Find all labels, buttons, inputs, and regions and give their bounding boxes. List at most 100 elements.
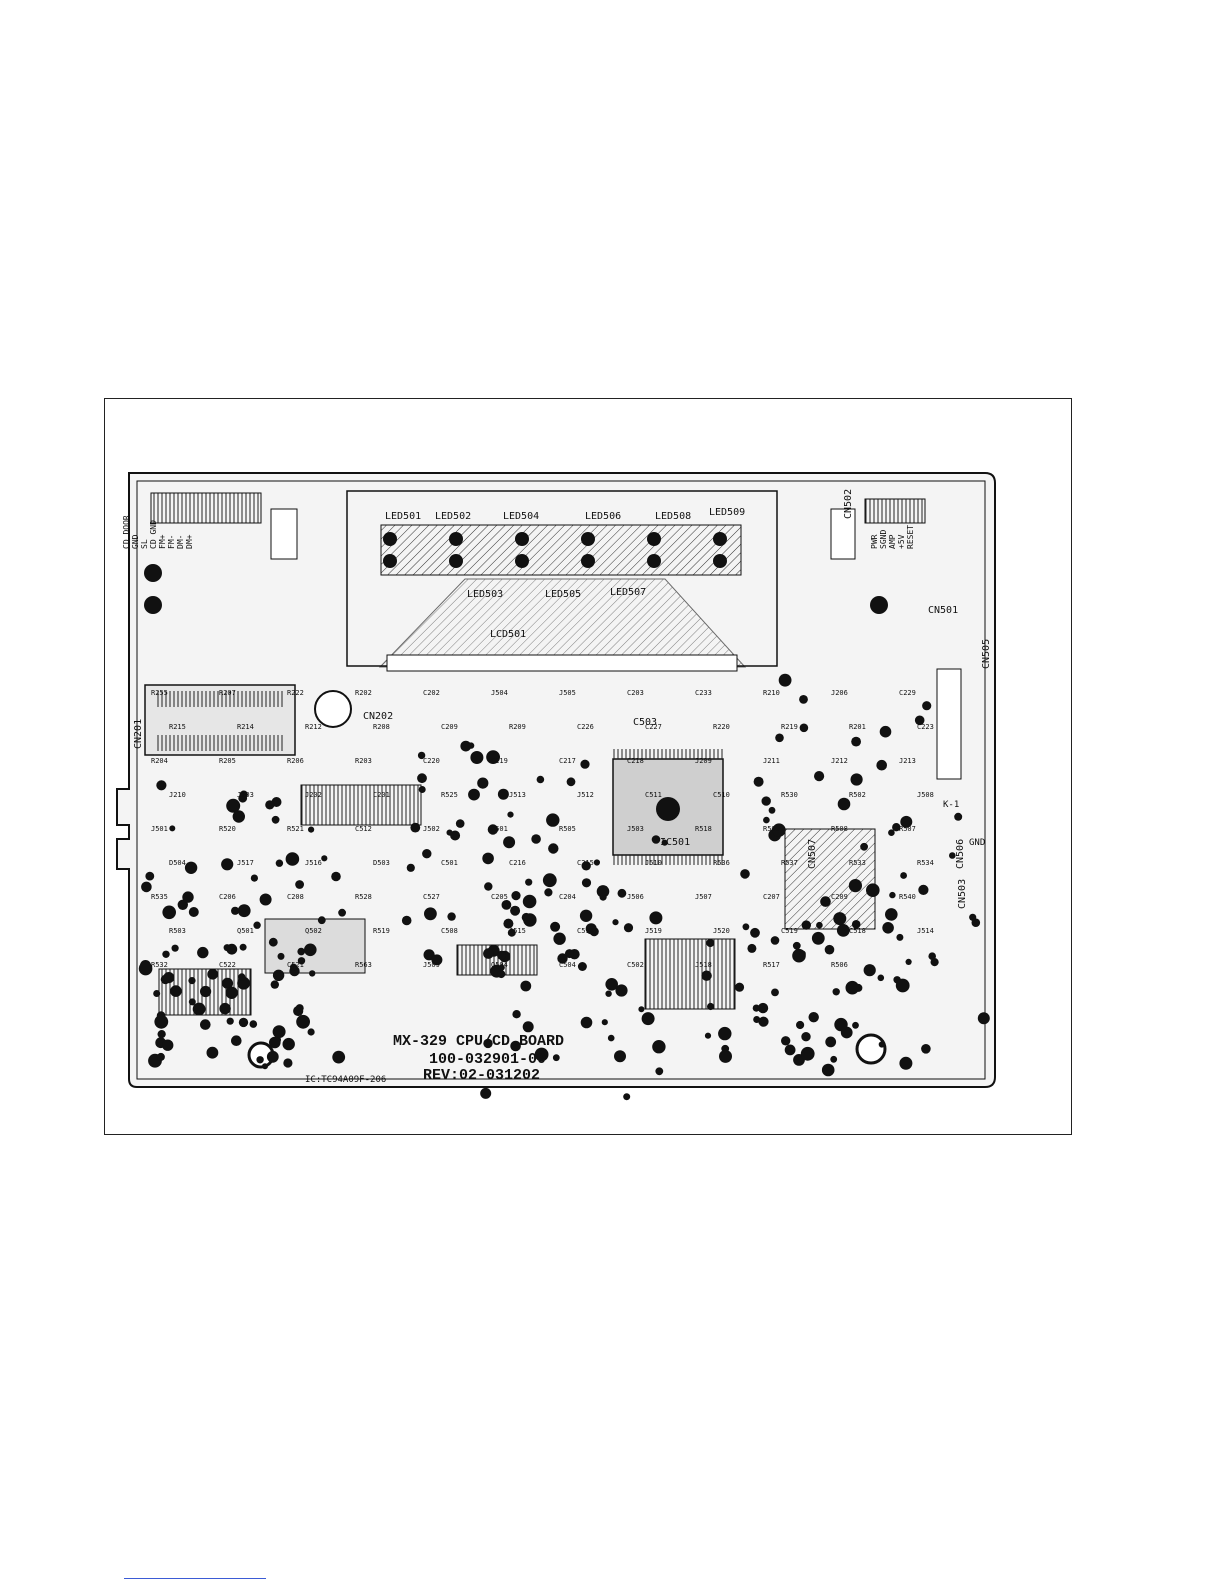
solder-pad bbox=[876, 759, 887, 771]
solder-pad bbox=[177, 899, 188, 910]
led-pad bbox=[383, 554, 397, 568]
solder-pad bbox=[484, 882, 493, 891]
pin-label: PWR bbox=[870, 534, 879, 549]
solder-pad bbox=[239, 943, 247, 951]
solder-pad bbox=[534, 1047, 549, 1062]
component-reference: C226 bbox=[577, 723, 594, 731]
solder-pad bbox=[928, 952, 936, 960]
ground-label: GND bbox=[969, 838, 985, 848]
kt-label: K-1 bbox=[943, 800, 959, 810]
solder-pad bbox=[207, 968, 219, 980]
solder-pad bbox=[417, 773, 427, 784]
solder-pad bbox=[188, 907, 199, 917]
pin-label: DM- bbox=[176, 535, 185, 549]
component-reference: R534 bbox=[917, 859, 934, 867]
component-reference: C215 bbox=[577, 859, 594, 867]
solder-pad bbox=[796, 1020, 805, 1030]
connector-label: CN506 bbox=[955, 839, 966, 869]
component-reference: R202 bbox=[355, 689, 372, 697]
solder-pad bbox=[308, 826, 315, 833]
solder-pad bbox=[283, 1058, 293, 1068]
solder-pad bbox=[503, 836, 516, 849]
component-reference: C522 bbox=[219, 961, 236, 969]
component-reference: C527 bbox=[423, 893, 440, 901]
solder-pad bbox=[231, 1035, 242, 1046]
solder-pad bbox=[169, 825, 176, 832]
component-reference: J507 bbox=[695, 893, 712, 901]
component-reference: J212 bbox=[831, 757, 848, 765]
led-label: LED501 bbox=[385, 511, 421, 522]
component-reference: C511 bbox=[645, 791, 662, 799]
connector-label: CN505 bbox=[981, 639, 992, 669]
solder-pad bbox=[256, 1056, 264, 1064]
ic-note: IC:TC94A09F-206 bbox=[305, 1075, 386, 1085]
mount-hole bbox=[870, 596, 888, 614]
solder-pad bbox=[816, 921, 823, 929]
solder-pad bbox=[719, 1049, 732, 1063]
solder-pad bbox=[801, 920, 811, 930]
solder-pad bbox=[483, 1038, 493, 1049]
solder-pad bbox=[182, 891, 194, 903]
component-reference: R503 bbox=[169, 927, 186, 935]
component-reference: R530 bbox=[781, 791, 798, 799]
component-reference: R502 bbox=[849, 791, 866, 799]
led-labels-mid: LED503 LED505 LED507 bbox=[467, 587, 646, 600]
component-reference: J520 bbox=[713, 927, 730, 935]
solder-pad bbox=[753, 776, 764, 787]
pin-label: RESET bbox=[906, 525, 915, 549]
component-reference: R532 bbox=[151, 961, 168, 969]
component-reference: J512 bbox=[577, 791, 594, 799]
component-reference: J501 bbox=[151, 825, 168, 833]
solder-pad bbox=[317, 916, 326, 925]
component-reference: C206 bbox=[219, 893, 236, 901]
solder-pad bbox=[899, 1056, 913, 1070]
component-reference: J504 bbox=[491, 689, 508, 697]
component-reference: R521 bbox=[287, 825, 304, 833]
solder-pad bbox=[510, 905, 521, 916]
footer-link-underline[interactable] bbox=[124, 1578, 266, 1579]
solder-pad bbox=[752, 1004, 760, 1012]
solder-pad bbox=[259, 893, 272, 906]
component-reference: R209 bbox=[509, 723, 526, 731]
solder-pad bbox=[851, 736, 861, 747]
solder-pad bbox=[418, 786, 426, 793]
solder-pad bbox=[742, 923, 750, 931]
solder-pad bbox=[896, 933, 904, 941]
solder-pad bbox=[895, 978, 910, 993]
component-reference: C219 bbox=[491, 757, 508, 765]
led-label: LED507 bbox=[610, 587, 646, 598]
solder-pad bbox=[820, 896, 831, 907]
solder-pad bbox=[581, 878, 592, 888]
board-revision: REV:02-031202 bbox=[423, 1067, 540, 1084]
solder-pad bbox=[536, 775, 545, 784]
board-title: MX-329 CPU/CD BOARD bbox=[393, 1033, 564, 1050]
solder-pads bbox=[138, 532, 990, 1101]
led-row-strip bbox=[380, 524, 742, 576]
solder-pad bbox=[825, 1036, 837, 1048]
pin-label: +5V bbox=[897, 534, 906, 549]
solder-pad bbox=[237, 904, 251, 918]
solder-pad bbox=[566, 777, 576, 787]
solder-pad bbox=[523, 913, 537, 927]
solder-pad bbox=[295, 880, 304, 889]
solder-pad bbox=[542, 873, 557, 888]
solder-pad bbox=[512, 1010, 521, 1019]
solder-pad bbox=[270, 980, 279, 989]
component-reference: R205 bbox=[219, 757, 236, 765]
solder-pad bbox=[272, 969, 285, 981]
solder-pad bbox=[753, 1016, 761, 1023]
led-pad bbox=[383, 532, 397, 546]
component-reference: R535 bbox=[151, 893, 168, 901]
component-reference: J506 bbox=[627, 893, 644, 901]
cn505-socket bbox=[936, 668, 962, 780]
solder-pad bbox=[977, 1012, 990, 1025]
solder-pad bbox=[486, 750, 500, 764]
board-part-number: 100-032901-00 bbox=[429, 1051, 546, 1068]
component-reference: R533 bbox=[849, 859, 866, 867]
pin-label: CD DOOR bbox=[122, 515, 131, 549]
connector-label: CN502 bbox=[843, 489, 854, 519]
component-reference: C518 bbox=[849, 927, 866, 935]
solder-pad bbox=[550, 921, 561, 932]
component-reference: J210 bbox=[169, 791, 186, 799]
component-reference: R215 bbox=[169, 723, 186, 731]
